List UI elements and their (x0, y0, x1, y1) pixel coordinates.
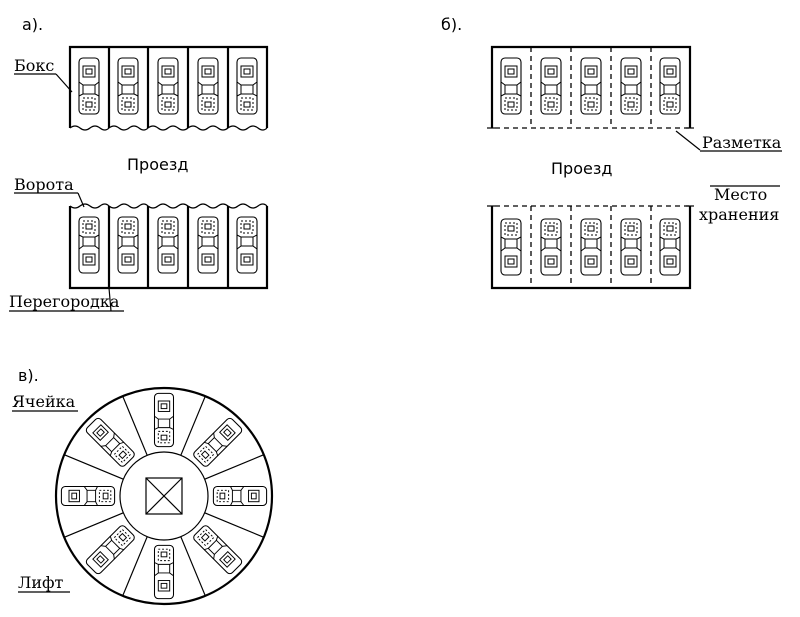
cell-partition (63, 454, 124, 480)
car-icon (78, 57, 100, 115)
car-icon (500, 218, 522, 276)
car-icon (620, 218, 642, 276)
panel-c-label: в). (18, 366, 39, 385)
cell-partition (180, 395, 206, 456)
panel-b-bottom-row (487, 205, 694, 290)
panel-c: в). Ячейка Лифт (12, 366, 274, 606)
car-icon (153, 392, 175, 448)
car-icon (659, 218, 681, 276)
car-icon (540, 218, 562, 276)
panel-b-label: б). (441, 15, 462, 34)
cell-partition (204, 454, 265, 480)
panel-a-bottom-row (68, 203, 269, 290)
lift-label: Лифт (18, 573, 64, 592)
cell-partition (180, 536, 206, 597)
car-icon (84, 416, 137, 469)
car-icon (620, 57, 642, 115)
car-icon (78, 216, 100, 274)
cell-partitions (63, 395, 265, 597)
panel-b: б). Разметка Проезд Место хранения (441, 15, 782, 290)
car-icon (580, 218, 602, 276)
car-icon (212, 485, 268, 507)
rotary-parking (54, 386, 274, 606)
passage-label-b: Проезд (551, 159, 612, 178)
panel-a-top-row (68, 45, 269, 131)
car-icon (197, 57, 219, 115)
car-icon (60, 485, 116, 507)
car-icon (540, 57, 562, 115)
car-icon (236, 57, 258, 115)
marking-label: Разметка (702, 133, 782, 152)
gate-label: Ворота (14, 175, 74, 194)
car-icon (157, 216, 179, 274)
storage-place-label-line2: хранения (699, 205, 779, 224)
cell-partition (63, 512, 124, 538)
cell-partition (122, 395, 148, 456)
car-icon (153, 544, 175, 600)
box-label: Бокс (14, 56, 54, 75)
car-icon (236, 216, 258, 274)
car-icon (659, 57, 681, 115)
panel-a: а). Бокс Проезд Ворота (9, 15, 269, 312)
car-icon (157, 57, 179, 115)
car-icon (580, 57, 602, 115)
cell-label: Ячейка (12, 392, 76, 411)
car-icon (117, 57, 139, 115)
car-icon (117, 216, 139, 274)
partition-label: Перегородка (9, 292, 120, 311)
car-icon (197, 216, 219, 274)
lift-shaft (145, 477, 183, 515)
car-icon (500, 57, 522, 115)
car-icon (84, 523, 137, 576)
car-icon (191, 416, 244, 469)
passage-label-a: Проезд (127, 155, 188, 174)
car-icon (191, 523, 244, 576)
panel-b-top-row (487, 45, 694, 129)
storage-place-label-line1: Место (714, 185, 767, 204)
cell-partition (122, 536, 148, 597)
cell-partition (204, 512, 265, 538)
panel-a-label: а). (22, 15, 43, 34)
